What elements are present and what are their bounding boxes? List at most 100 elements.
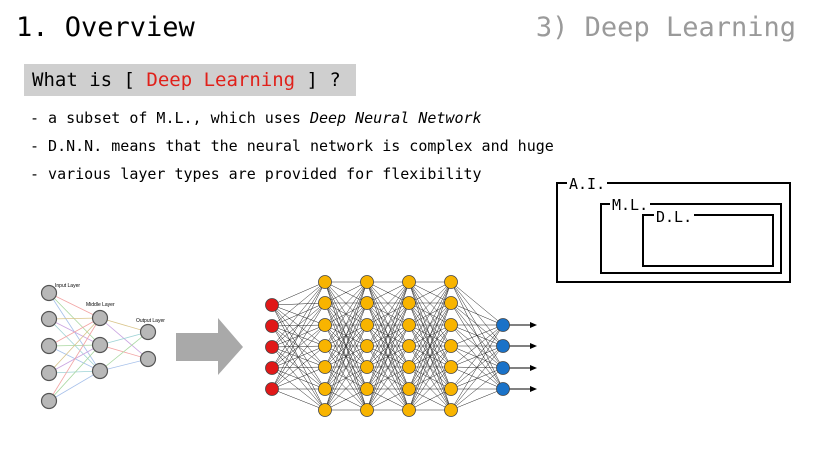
connection-line	[366, 324, 410, 390]
connection-line	[271, 304, 326, 326]
connection-line	[324, 366, 368, 390]
connection-line	[408, 366, 452, 411]
connection-line	[366, 281, 410, 368]
connection-line	[366, 302, 410, 347]
connection-line	[99, 331, 149, 372]
connection-line	[271, 367, 326, 390]
connection-line	[408, 302, 452, 411]
connection-line	[324, 388, 368, 411]
input-layer-label: Input Layer	[55, 283, 80, 289]
connection-line	[271, 324, 326, 390]
connection-line	[408, 345, 452, 368]
ai-label: A.I.	[567, 175, 608, 193]
connection-line	[366, 281, 410, 326]
connection-line	[324, 281, 368, 368]
connection-line	[324, 366, 368, 390]
bullet-emphasis: Deep Neural Network	[309, 109, 482, 127]
connection-line	[450, 302, 504, 326]
connection-line	[48, 318, 101, 372]
connection-line	[408, 324, 452, 347]
connection-line	[324, 302, 368, 326]
connection-line	[408, 366, 452, 390]
connection-line	[324, 281, 368, 347]
network-node	[265, 361, 279, 375]
network-node	[402, 403, 416, 417]
network-node	[496, 382, 510, 396]
network-node	[444, 318, 458, 332]
connection-line	[408, 281, 452, 304]
connection-line	[271, 345, 326, 348]
connection-line	[366, 302, 410, 411]
connection-line	[271, 325, 326, 390]
connection-line	[99, 331, 149, 346]
connection-line	[324, 281, 368, 326]
network-node	[318, 339, 332, 353]
connection-line	[366, 281, 410, 304]
network-node	[139, 350, 157, 368]
connection-line	[48, 344, 101, 374]
network-node	[496, 361, 510, 375]
connection-line	[366, 302, 410, 390]
connection-line	[408, 281, 452, 347]
bullet-item: - various layer types are provided for f…	[30, 164, 554, 192]
connection-line	[48, 344, 101, 402]
connection-line	[324, 324, 368, 368]
connection-line	[366, 281, 410, 347]
connection-line	[366, 324, 410, 368]
connection-line	[450, 366, 504, 390]
connection-line	[408, 302, 452, 347]
connection-line	[450, 302, 504, 390]
section-title: 3) Deep Learning	[535, 12, 796, 43]
connection-line	[408, 388, 452, 411]
connection-line	[324, 302, 368, 368]
connection-line	[271, 281, 326, 390]
connection-line	[324, 345, 368, 411]
connection-line	[271, 304, 326, 390]
connection-line	[408, 345, 452, 411]
connection-line	[366, 345, 410, 411]
connection-line	[271, 366, 326, 390]
connection-line	[408, 302, 452, 368]
connection-line	[450, 367, 504, 411]
connection-line	[324, 281, 368, 304]
network-node	[318, 296, 332, 310]
connection-line	[366, 324, 410, 411]
network-node	[318, 403, 332, 417]
network-node	[265, 382, 279, 396]
connection-line	[450, 324, 504, 411]
connection-line	[324, 324, 368, 390]
connection-line	[450, 345, 504, 369]
connection-line	[366, 345, 410, 390]
output-arrow-head	[530, 322, 537, 328]
connection-line	[450, 388, 504, 411]
connection-line	[324, 345, 368, 390]
output-layer-label: Output Layer	[136, 318, 165, 324]
connection-line	[99, 344, 149, 360]
connection-line	[366, 324, 410, 347]
network-node	[91, 362, 109, 380]
output-arrow-head	[530, 386, 537, 392]
connection-line	[48, 317, 101, 320]
connection-line	[408, 324, 452, 390]
connection-line	[48, 317, 101, 374]
connection-line	[324, 366, 368, 411]
network-node	[444, 339, 458, 353]
connection-line	[271, 325, 326, 368]
bullet-item: - D.N.N. means that the neural network i…	[30, 136, 554, 164]
connection-line	[324, 302, 368, 347]
connection-line	[324, 302, 368, 390]
connection-line	[271, 302, 326, 348]
connection-line	[324, 281, 368, 411]
connection-line	[99, 317, 149, 360]
connection-line	[450, 281, 504, 326]
connection-line	[324, 388, 368, 411]
connection-line	[366, 345, 410, 368]
bullet-item: - a subset of M.L., which uses Deep Neur…	[30, 108, 554, 136]
connection-line	[366, 302, 410, 411]
connection-line	[408, 324, 452, 368]
connection-line	[324, 281, 368, 411]
connection-line	[324, 281, 368, 368]
connection-line	[450, 324, 504, 390]
connection-line	[48, 317, 101, 402]
network-node	[402, 339, 416, 353]
